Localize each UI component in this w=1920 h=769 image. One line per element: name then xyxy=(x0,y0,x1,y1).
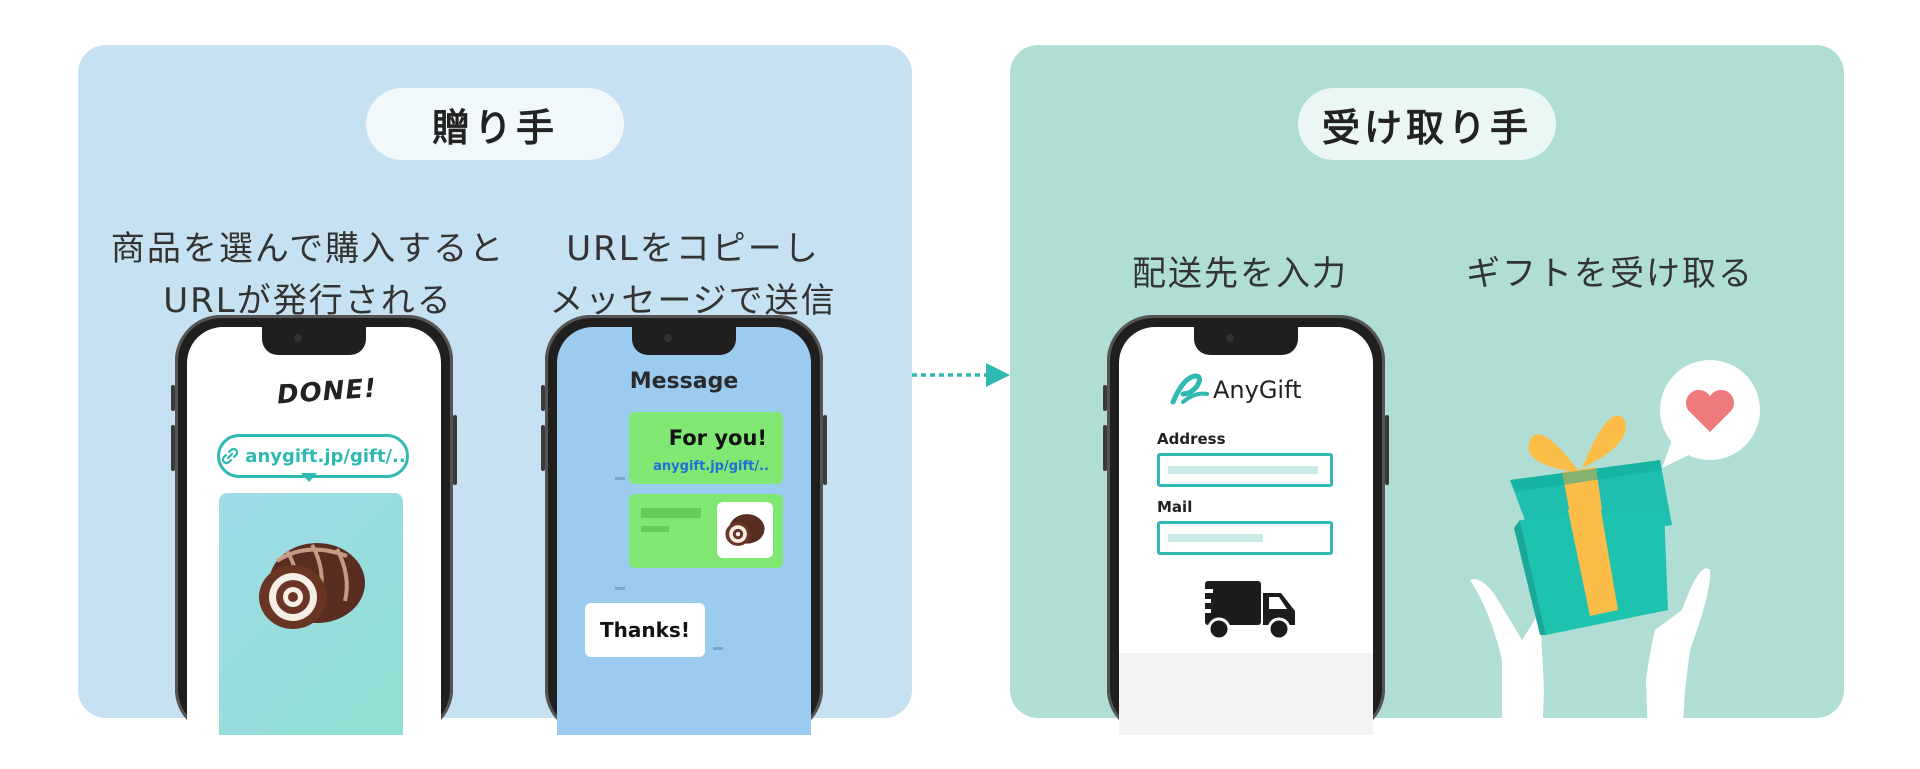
receiver-step1-caption: 配送先を入力 xyxy=(1110,248,1370,300)
brand-name: AnyGift xyxy=(1213,376,1302,404)
giver-step2-line2: メッセージで送信 xyxy=(549,281,837,321)
giver-title: 贈り手 xyxy=(366,88,624,160)
truck-icon xyxy=(1187,581,1295,641)
gift-url-bubble[interactable]: For you! anygift.jp/gift/.. xyxy=(629,412,783,484)
mail-label: Mail xyxy=(1157,498,1193,516)
receiver-title: 受け取り手 xyxy=(1298,88,1556,160)
roll-cake-icon xyxy=(725,514,765,546)
url-link-text: anygift.jp/gift/.. xyxy=(245,445,406,467)
phone-message: Message For you! anygift.jp/gift/.. Than… xyxy=(541,315,827,735)
receiver-step2-line1: ギフトを受け取る xyxy=(1466,254,1754,294)
receiver-step1-line1: 配送先を入力 xyxy=(1132,254,1348,294)
giver-step1-line2: URLが発行される xyxy=(163,281,453,321)
form-footer xyxy=(1119,653,1373,735)
phone-screen: DONE! anygift.jp/gift/.. xyxy=(187,327,441,735)
giver-step2-line1: URLをコピーし xyxy=(566,229,820,269)
heart-icon xyxy=(1660,360,1760,468)
address-input[interactable] xyxy=(1157,453,1333,487)
roll-cake-icon xyxy=(259,543,365,629)
phone-notch xyxy=(262,327,366,355)
done-heading: DONE! xyxy=(276,373,378,411)
bubble-link[interactable]: anygift.jp/gift/.. xyxy=(653,459,769,474)
phone-screen: AnyGift Address Mail xyxy=(1119,327,1373,735)
anygift-brand: AnyGift xyxy=(1169,372,1302,408)
bubble-title: For you! xyxy=(668,426,767,450)
gift-thumbnail xyxy=(717,502,773,558)
phone-done: DONE! anygift.jp/gift/.. xyxy=(171,315,457,735)
receiver-step2-caption: ギフトを受け取る xyxy=(1440,248,1780,300)
phone-notch xyxy=(1194,327,1298,355)
reply-bubble[interactable]: Thanks! xyxy=(585,603,705,657)
giver-step2-caption: URLをコピーし メッセージで送信 xyxy=(528,223,858,327)
phone-address-form: AnyGift Address Mail xyxy=(1103,315,1389,735)
giver-step1-line1: 商品を選んで購入すると xyxy=(110,229,506,269)
reply-text: Thanks! xyxy=(600,618,690,642)
message-header: Message xyxy=(629,369,739,394)
giver-step1-caption: 商品を選んで購入すると URLが発行される xyxy=(108,223,508,327)
link-icon xyxy=(222,447,239,465)
phone-screen: Message For you! anygift.jp/gift/.. Than… xyxy=(557,327,811,735)
anygift-logo-icon xyxy=(1170,373,1209,405)
product-card[interactable] xyxy=(219,493,403,735)
url-link-badge[interactable]: anygift.jp/gift/.. xyxy=(217,434,409,478)
arrow-right-icon xyxy=(912,363,1010,387)
hands-icon xyxy=(1470,579,1544,718)
gift-box-icon xyxy=(1510,415,1672,635)
mail-input[interactable] xyxy=(1157,521,1333,555)
phone-notch xyxy=(632,327,736,355)
gift-illustration xyxy=(1470,360,1760,718)
gift-preview-bubble[interactable] xyxy=(629,494,783,568)
address-label: Address xyxy=(1157,430,1226,448)
